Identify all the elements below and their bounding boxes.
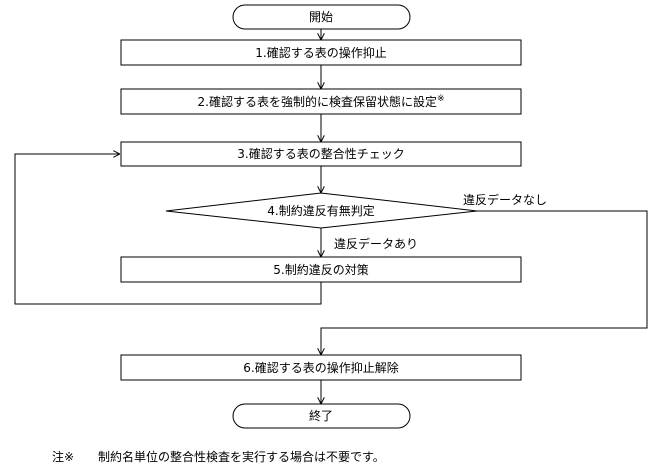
branch-violation-label: 違反データあり <box>334 236 418 251</box>
step-4-label: 4.制約違反有無判定 <box>267 203 374 218</box>
step-5-label: 5.制約違反の対策 <box>273 262 368 277</box>
step-3-label: 3.確認する表の整合性チェック <box>237 146 404 161</box>
start-terminal: 開始 <box>232 4 411 30</box>
start-label: 開始 <box>309 10 333 24</box>
step-4-decision: 4.制約違反有無判定 <box>165 192 478 229</box>
step-5-box: 5.制約違反の対策 <box>120 256 522 283</box>
footnote-mark: 注※ <box>52 450 75 464</box>
svg-text:2.確認する表を強制的に検査保留状態に設定※: 2.確認する表を強制的に検査保留状態に設定※ <box>198 94 445 109</box>
step-1-box: 1.確認する表の操作抑止 <box>120 39 522 66</box>
end-label: 終了 <box>309 408 333 423</box>
no-violation-line <box>321 210 648 355</box>
step-2-label: 2.確認する表を強制的に検査保留状態に設定 <box>198 94 437 109</box>
loop-back-line <box>14 154 322 305</box>
footnote-text: 制約名単位の整合性検査を実行する場合は不要です。 <box>98 450 385 464</box>
connectors <box>14 29 648 404</box>
branch-no-violation-label: 違反データなし <box>463 192 547 207</box>
footnote: 注※ 制約名単位の整合性検査を実行する場合は不要です。 <box>52 448 385 465</box>
step-3-box: 3.確認する表の整合性チェック <box>120 141 522 167</box>
step-6-box: 6.確認する表の操作抑止解除 <box>120 354 522 381</box>
step-1-label: 1.確認する表の操作抑止 <box>255 45 386 60</box>
end-terminal: 終了 <box>232 403 411 429</box>
step-2-box: 2.確認する表を強制的に検査保留状態に設定※ <box>120 88 522 115</box>
step-6-label: 6.確認する表の操作抑止解除 <box>243 360 398 375</box>
step-2-note-mark: ※ <box>437 94 445 104</box>
